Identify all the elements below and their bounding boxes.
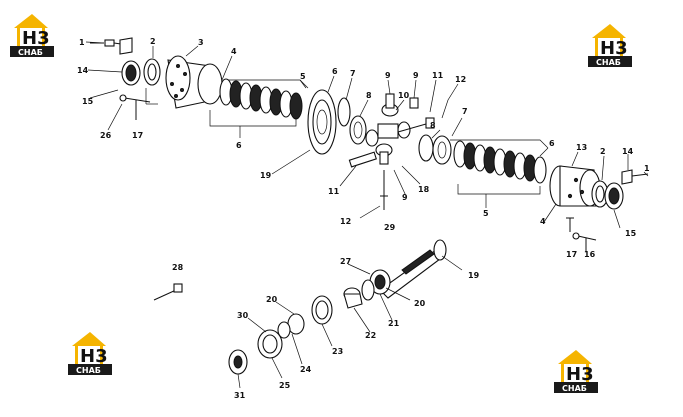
pinion-shaft bbox=[379, 239, 447, 299]
label-5: 5 bbox=[300, 72, 306, 81]
label-6: 6 bbox=[236, 141, 242, 150]
left-clutch-pack bbox=[209, 78, 309, 138]
label-23: 23 bbox=[332, 347, 343, 356]
label-31: 31 bbox=[234, 391, 246, 400]
logo-top-right: H3 СНАБ bbox=[588, 24, 632, 67]
label-19: 19 bbox=[468, 271, 480, 280]
logo-top-left: H3 СНАБ bbox=[10, 14, 54, 57]
label-12: 12 bbox=[455, 75, 466, 84]
left-housing-bolt bbox=[119, 88, 158, 120]
left-bearing-race bbox=[143, 58, 161, 86]
label-26: 26 bbox=[100, 131, 112, 140]
label-10: 10 bbox=[398, 91, 410, 100]
label-29: 29 bbox=[384, 223, 396, 232]
label-11: 11 bbox=[328, 187, 340, 196]
label-12: 12 bbox=[340, 217, 351, 226]
logo-mark: H3 bbox=[566, 364, 594, 385]
label-22: 22 bbox=[365, 331, 376, 340]
pinion-front-bearing bbox=[311, 295, 333, 325]
label-4: 4 bbox=[231, 47, 237, 56]
label-13: 13 bbox=[576, 143, 587, 152]
right-thrust-washer bbox=[418, 134, 434, 162]
pinion-nut-washer bbox=[277, 313, 305, 339]
pinion-seal bbox=[361, 279, 375, 301]
pinion-spacer bbox=[343, 287, 363, 309]
logo-bottom-left: H3 СНАБ bbox=[68, 332, 112, 375]
label-14: 14 bbox=[77, 66, 89, 75]
left-thrust-washer bbox=[337, 97, 351, 127]
label-25: 25 bbox=[279, 381, 291, 390]
label-17: 17 bbox=[132, 131, 143, 140]
label-2: 2 bbox=[150, 37, 156, 46]
label-1: 1 bbox=[79, 38, 85, 47]
label-7: 7 bbox=[350, 69, 356, 78]
label-14: 14 bbox=[622, 147, 634, 156]
label-9: 9 bbox=[402, 193, 408, 202]
label-11: 11 bbox=[432, 71, 444, 80]
left-side-gear bbox=[349, 115, 367, 145]
pinion-bearing bbox=[369, 269, 391, 295]
label-2: 2 bbox=[600, 147, 606, 156]
label-6: 6 bbox=[549, 139, 555, 148]
right-clutch-pack bbox=[450, 139, 549, 208]
right-housing-bolt bbox=[566, 217, 597, 252]
label-3: 3 bbox=[198, 38, 204, 47]
label-15: 15 bbox=[82, 97, 94, 106]
left-axle-shaft bbox=[348, 151, 388, 210]
label-18: 18 bbox=[418, 185, 430, 194]
label-30: 30 bbox=[237, 311, 249, 320]
label-24: 24 bbox=[300, 365, 312, 374]
label-21: 21 bbox=[388, 319, 400, 328]
right-bearing bbox=[591, 180, 609, 208]
logo-mark: H3 bbox=[80, 346, 108, 367]
callout-labels: 1 2 3 4 5 6 7 8 9 9 10 11 12 14 15 26 17… bbox=[77, 37, 650, 400]
ring-gear bbox=[307, 89, 337, 155]
left-housing bbox=[165, 55, 223, 109]
loose-bolt bbox=[153, 283, 183, 301]
label-5: 5 bbox=[483, 209, 489, 218]
pinion-lock-ring bbox=[257, 329, 283, 359]
label-27: 27 bbox=[340, 257, 351, 266]
label-28: 28 bbox=[172, 263, 184, 272]
label-6: 6 bbox=[332, 67, 338, 76]
label-17: 17 bbox=[566, 250, 577, 259]
logo-caption: СНАБ bbox=[562, 384, 587, 393]
label-8: 8 bbox=[366, 91, 372, 100]
logo-caption: СНАБ bbox=[596, 58, 621, 67]
right-bearing-race bbox=[604, 182, 624, 210]
spider-assembly bbox=[365, 93, 427, 165]
right-lock-plate bbox=[621, 169, 649, 185]
right-side-gear bbox=[432, 135, 452, 165]
label-15: 15 bbox=[625, 229, 637, 238]
logo-mark: H3 bbox=[22, 28, 50, 49]
logo-mark: H3 bbox=[600, 38, 628, 59]
label-9: 9 bbox=[413, 71, 419, 80]
left-bearing bbox=[121, 60, 141, 86]
logo-caption: СНАБ bbox=[76, 366, 101, 375]
label-20: 20 bbox=[414, 299, 426, 308]
left-lock-plate bbox=[119, 37, 133, 55]
label-8: 8 bbox=[430, 121, 436, 130]
label-20: 20 bbox=[266, 295, 278, 304]
label-9: 9 bbox=[385, 71, 391, 80]
label-1: 1 bbox=[644, 164, 650, 173]
label-4: 4 bbox=[540, 217, 546, 226]
label-16: 16 bbox=[584, 250, 596, 259]
logo-caption: СНАБ bbox=[18, 48, 43, 57]
logo-bottom-right: H3 СНАБ bbox=[554, 350, 598, 393]
label-19: 19 bbox=[260, 171, 272, 180]
leader-lines bbox=[85, 41, 649, 389]
pinion-end-cap bbox=[228, 349, 248, 375]
label-7: 7 bbox=[462, 107, 468, 116]
